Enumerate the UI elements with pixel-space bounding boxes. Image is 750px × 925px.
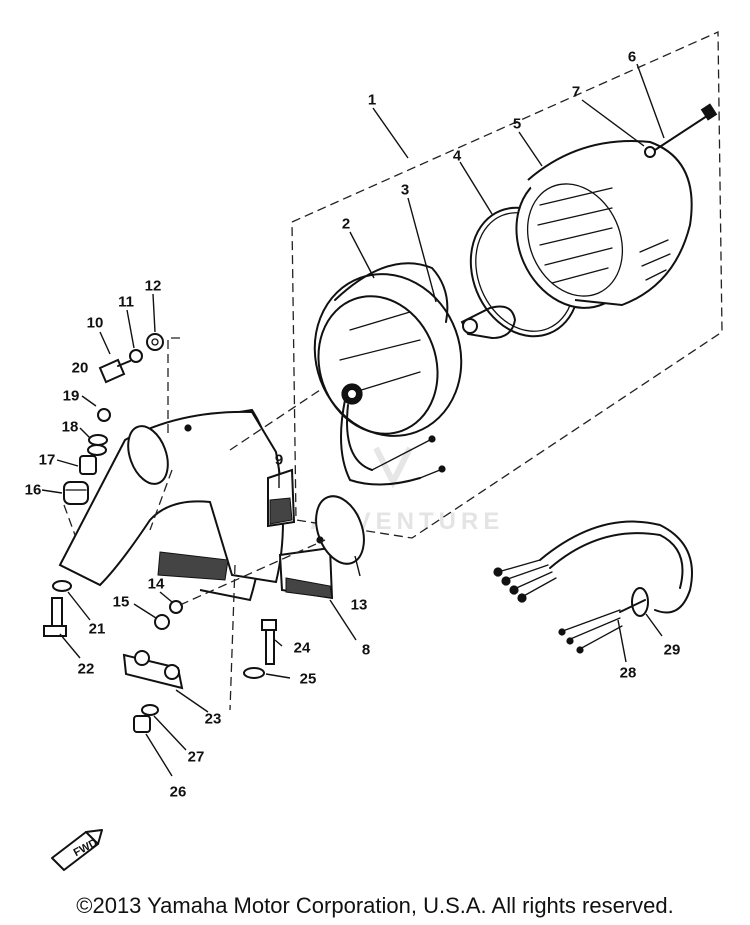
callout-26: 26 [169,783,187,801]
callout-4: 4 [452,147,462,165]
part-11-washer [129,349,143,363]
copyright-notice: ©2013 Yamaha Motor Corporation, U.S.A. A… [76,893,674,918]
dash-line-b [229,564,236,711]
part-14-washer [169,600,183,614]
callout-12: 12 [144,277,162,295]
callout-8: 8 [361,641,371,659]
part-22-bolt [43,597,67,637]
callout-29: 29 [663,641,681,659]
callout-2: 2 [341,215,351,233]
callout-21: 21 [88,620,106,638]
callout-23: 23 [204,710,222,728]
part-16-damper [63,481,89,505]
callout-17: 17 [38,451,56,469]
part-10-bolt [98,358,131,384]
part-8-bracket [58,408,334,602]
part-6-screw [654,103,718,151]
dash-line-d [229,389,321,451]
callout-3: 3 [400,181,410,199]
callout-22: 22 [77,660,95,678]
dash-line-c [149,469,173,531]
part-29-grommet [619,587,649,617]
part-12-nut [146,333,164,351]
part-13-reflector-plate [127,424,365,565]
callout-6: 6 [627,48,637,66]
callout-5: 5 [512,115,522,133]
callout-7: 7 [571,83,581,101]
part-15-nut [154,614,170,630]
part-24-bolt [261,619,277,665]
leader-lines [41,63,665,777]
part-19-nut [97,408,111,422]
part-23-mount-plate [122,650,184,690]
part-5-lens-housing [515,140,693,309]
callout-10: 10 [86,314,104,332]
callout-13: 13 [350,596,368,614]
part-2-headlight-body [313,262,463,486]
callout-28: 28 [619,664,637,682]
callout-24: 24 [293,639,311,657]
watermark-logo [373,446,413,489]
part-7-washer [644,146,656,158]
dash-line-e [179,539,326,606]
callout-19: 19 [62,387,80,405]
part-21-washer [52,580,72,592]
part-26-nut [133,715,151,733]
assembly-boundary [291,31,723,539]
callout-11: 11 [118,293,134,311]
part-28-wire-harness [493,520,693,654]
part-3-bulb [460,305,517,340]
callout-9: 9 [274,451,284,469]
dash-line-a [167,337,180,435]
callout-20: 20 [71,359,89,377]
dash-line-f [63,504,76,536]
fwd-arrow [51,829,103,871]
callout-18: 18 [61,418,79,436]
part-27-washer [141,704,159,716]
part-25-washer [243,667,265,679]
callout-15: 15 [112,593,130,611]
callout-14: 14 [147,575,165,593]
part-17-collar [79,455,97,475]
callout-1: 1 [367,91,377,109]
callout-27: 27 [187,748,205,766]
part-18-washer [87,434,108,456]
part-9-bracket-clip [267,468,296,528]
callout-25: 25 [299,670,317,688]
callout-16: 16 [24,481,42,499]
